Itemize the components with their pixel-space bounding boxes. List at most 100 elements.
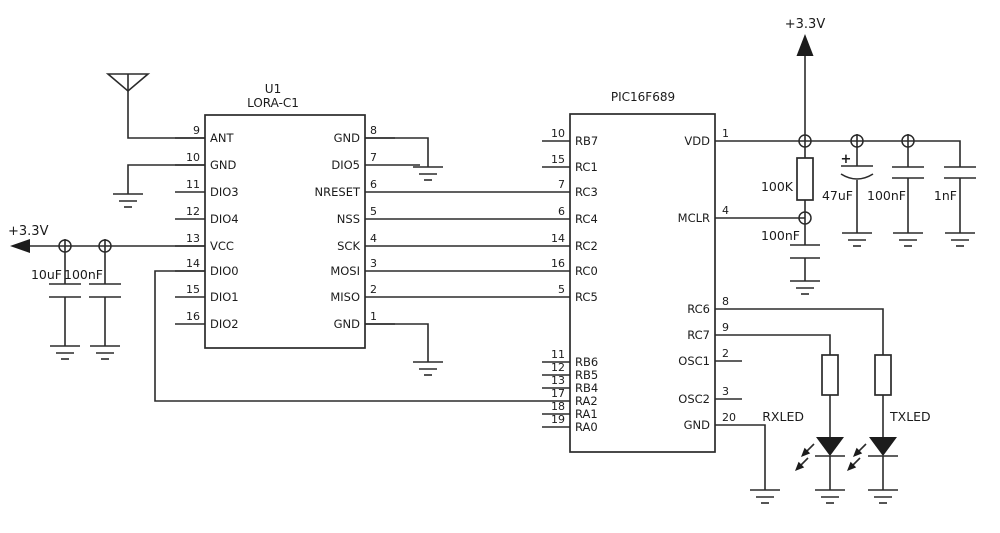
pin-name: RA1 [575,407,598,421]
resistor-rxled-body [821,354,839,396]
pin-number: 3 [722,385,729,398]
led-emission-arrowhead [801,447,811,457]
cap-47uf-label: 47uF [822,188,853,203]
power-rail-top: +3.3V 100K 100nF + 47uF 100nF [715,17,976,295]
pin-number: 15 [551,153,565,166]
pin-number: 15 [186,283,200,296]
pin-name: DIO3 [210,185,239,199]
pin-number: 9 [722,321,729,334]
pin-name: DIO5 [331,158,360,172]
wire-gnd1 [365,323,429,362]
cap-100nf-left-label: 100nF [64,267,103,282]
wire-rc6 [715,308,884,355]
pic-chip: PIC16F689 10 15 7 6 14 16 5 11 12 13 17 … [542,90,742,453]
cap-plate-curved [840,173,874,180]
txled-diode-icon [869,437,897,456]
spi-bus [365,191,570,298]
pin-number: 4 [370,232,377,245]
pin-name: VCC [210,239,234,253]
pic-part: PIC16F689 [611,90,675,104]
led-emission-arrowhead [853,447,863,457]
pin-number: 16 [551,257,565,270]
pin-number: 10 [551,127,565,140]
ground-symbol [749,489,781,504]
wire-vdd-rail [715,140,961,167]
pin-number: 8 [370,124,377,137]
pin-number: 17 [551,387,565,400]
pin-name: SCK [337,239,360,253]
power-arrow-left-icon [10,239,30,253]
lora-wires [112,137,570,402]
pin-name: GND [210,158,237,172]
wire-dio0-to-ra2 [154,270,570,402]
pin-number: 5 [370,205,377,218]
lora-part: LORA-C1 [247,96,299,110]
wire-gnd8 [365,137,429,167]
cap-mclr-label: 100nF [761,228,800,243]
pin-name: RC1 [575,160,598,174]
cap-1nf-label: 1nF [934,188,957,203]
pin-name: DIO1 [210,290,239,304]
pin-number: 12 [551,361,565,374]
pin-name: RB4 [575,381,598,395]
pin-number: 6 [558,205,565,218]
pin-name: RC0 [575,264,598,278]
ground-symbol [789,280,821,295]
rxled-diode-icon [816,437,844,456]
junction-dot [798,134,812,148]
pin-number: 11 [551,348,565,361]
pin-name: DIO4 [210,212,239,226]
pin-number: 9 [193,124,200,137]
pin-number: 19 [551,413,565,426]
pin-number: 11 [186,178,200,191]
ground-symbol [814,489,846,504]
pin-name: RC2 [575,239,598,253]
resistor-100k-body [796,157,814,201]
pin-name: OSC2 [678,392,710,406]
pin-number: 1 [370,310,377,323]
led-emission-arrowhead [795,461,805,471]
pin-number: 13 [551,374,565,387]
lora-chip: U1 LORA-C1 9 10 11 12 13 14 15 16 ANT GN… [175,82,420,349]
pin-name: RA2 [575,394,598,408]
pin-name: DIO2 [210,317,239,331]
pin-name: GND [334,131,361,145]
junction-dot [798,211,812,225]
pin-name: GND [684,418,711,432]
wire-rc7 [715,334,831,355]
wire-gnd10 [127,164,205,194]
pin-number: 14 [186,257,200,270]
wire-gnd20 [715,424,766,490]
pin-number: 7 [558,178,565,191]
ground-symbol [89,345,121,360]
txled-label: TXLED [889,409,931,424]
lora-ref: U1 [265,82,281,96]
power-rail-left: +3.3V 10uF 100nF [8,224,205,360]
pin-name: RB7 [575,134,598,148]
pin-number: 14 [551,232,565,245]
pin-name: RA0 [575,420,598,434]
pin-name: RB5 [575,368,598,382]
pin-number: 8 [722,295,729,308]
ground-symbol [49,345,81,360]
lora-body [204,114,366,349]
ground-symbol [841,232,873,247]
ground-symbol [944,232,976,247]
pin-name: MISO [330,290,360,304]
rail-top-label: +3.3V [785,17,826,32]
pin-number: 2 [722,347,729,360]
pin-name: GND [334,317,361,331]
pin-name: NSS [337,212,360,226]
pin-number: 20 [722,411,736,424]
pin-name: RB6 [575,355,598,369]
cap-47uf-polarity: + [841,152,852,167]
power-arrow-up-icon [796,34,814,56]
antenna-symbol [105,73,205,139]
pin-name: DIO0 [210,264,239,278]
pin-number: 4 [722,204,729,217]
pin-name: RC7 [687,328,710,342]
pin-name: RC4 [575,212,598,226]
pin-number: 2 [370,283,377,296]
